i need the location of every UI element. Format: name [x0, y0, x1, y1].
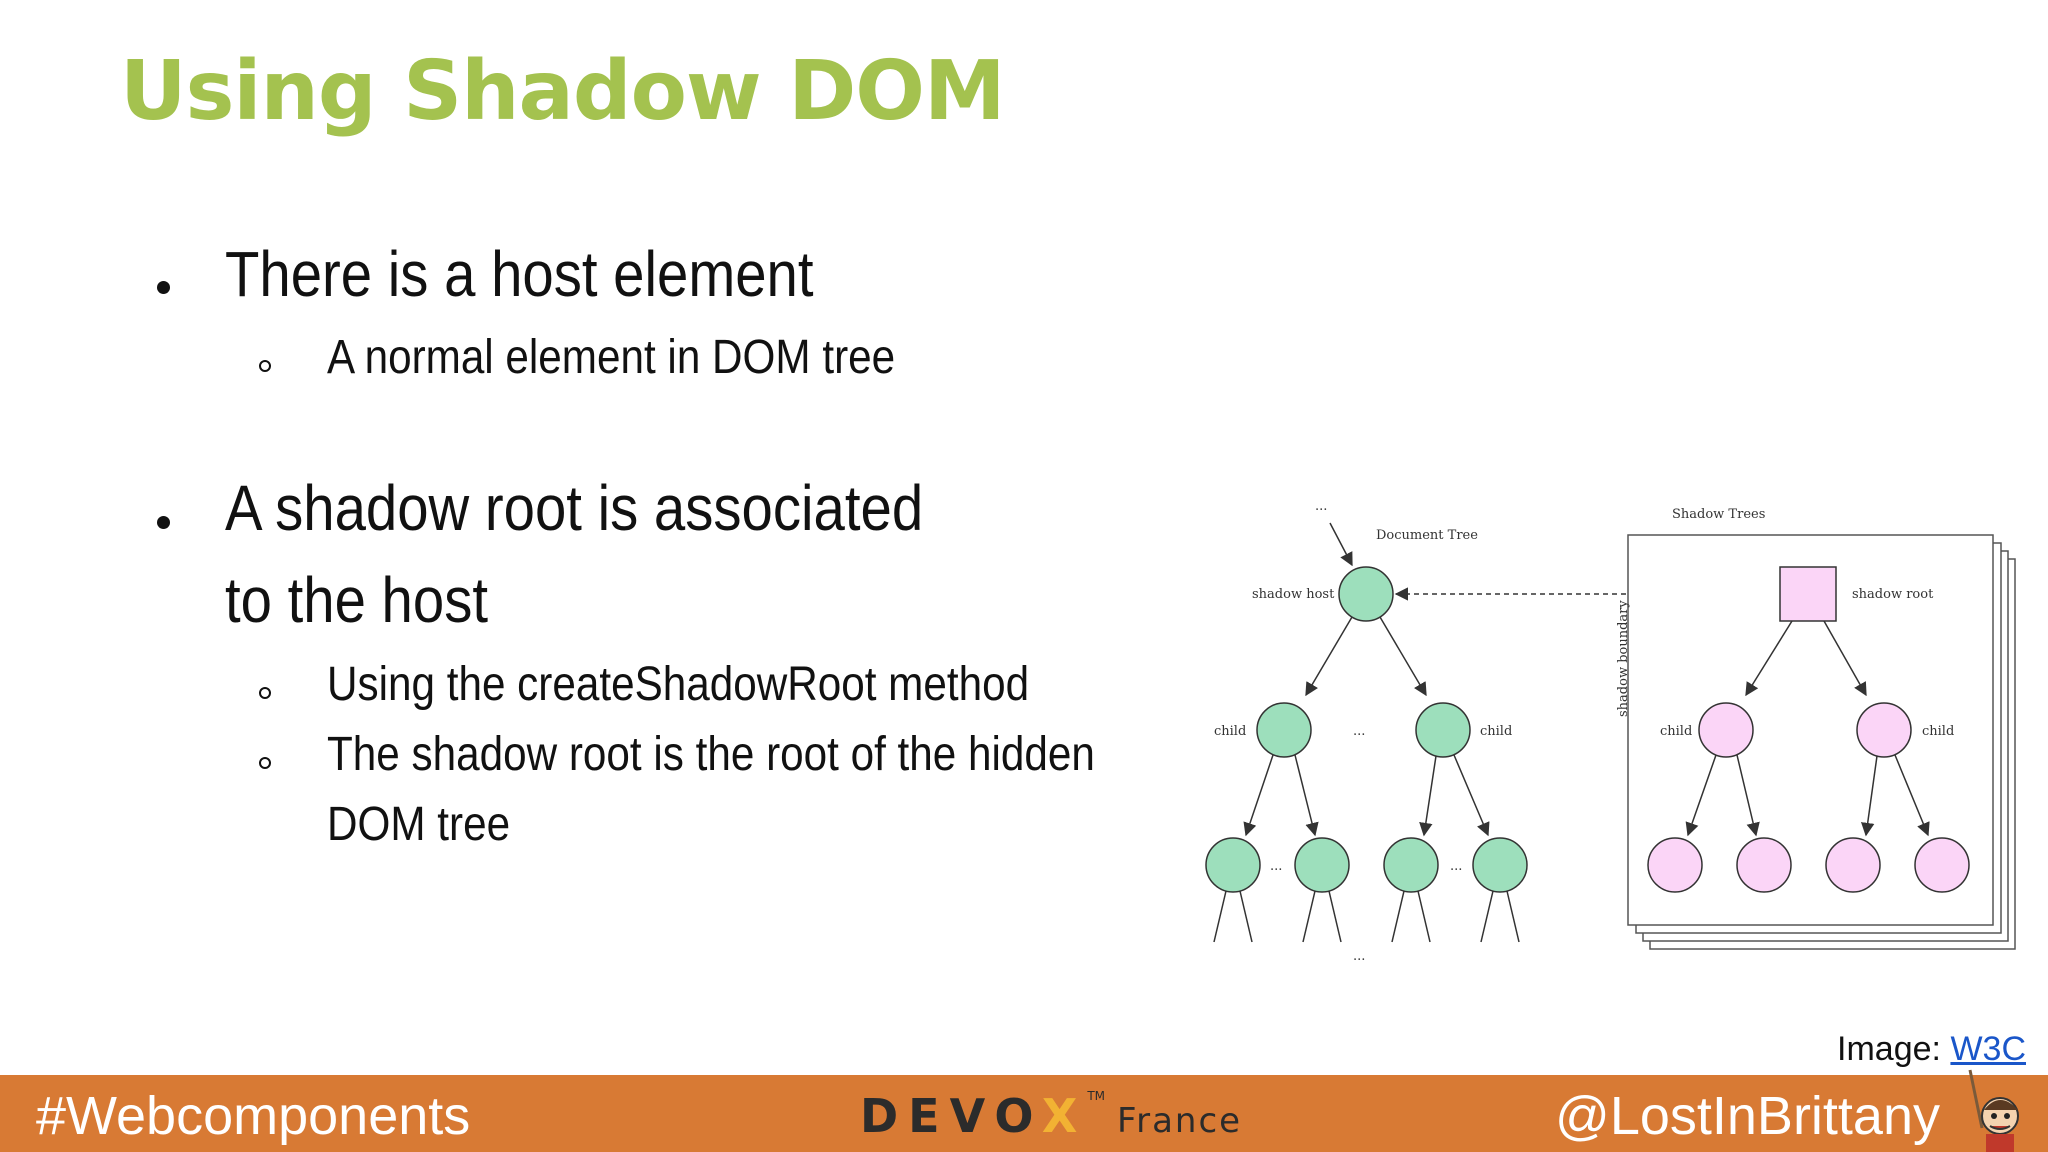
bullet-2-sub-2-text: The shadow root is the root of the hidde…	[327, 720, 1163, 860]
bullet-1-sub-1-text: A normal element in DOM tree	[327, 323, 1163, 393]
edge	[1894, 754, 1930, 837]
bullet-1-sub-1-line-1: A normal element in DOM tree	[327, 331, 896, 384]
shadow-boundary-label: shadow boundary	[1616, 600, 1631, 717]
devoxx-france-logo: DEVOXTM France	[860, 1089, 1242, 1143]
logo-trademark: TM	[1087, 1089, 1106, 1103]
shadow-leaf-node	[1825, 837, 1881, 893]
edge	[1305, 616, 1353, 697]
bottom-ellipsis: ...	[1353, 949, 1365, 964]
sub-bullet-ring-icon	[259, 360, 271, 372]
bullet-2-sub-1-line-1: Using the createShadowRoot method	[327, 658, 1030, 711]
ellipsis: ...	[1450, 859, 1462, 874]
leaf-stubs	[1213, 890, 1520, 943]
bullet-dot-icon	[157, 281, 170, 294]
shadow-host-label: shadow host	[1252, 587, 1335, 602]
child-label: child	[1922, 724, 1954, 739]
edge	[1823, 620, 1867, 697]
edge	[1745, 620, 1793, 697]
ellipsis: ...	[1270, 859, 1282, 874]
child-label: child	[1480, 724, 1512, 739]
edge	[1736, 754, 1760, 837]
child-label: child	[1214, 724, 1246, 739]
sub-bullet-ring-icon	[259, 757, 271, 769]
leaf-node	[1205, 837, 1261, 893]
logo-word: DEVOX	[860, 1089, 1087, 1143]
twitter-handle: @LostInBrittany	[1555, 1086, 1940, 1146]
leaf-node	[1294, 837, 1350, 893]
edge	[1294, 754, 1319, 837]
edge	[1685, 754, 1717, 837]
logo-x-mark: X	[1041, 1089, 1088, 1143]
shadow-leaf-node	[1647, 837, 1703, 893]
leaf-node	[1472, 837, 1528, 893]
footer-bar: #Webcomponents DEVOXTM France @LostInBrit…	[0, 1075, 2048, 1152]
leaf-node	[1383, 837, 1439, 893]
top-ellipsis: ...	[1315, 499, 1327, 514]
child-label: child	[1660, 724, 1692, 739]
sub-bullet-ring-icon	[259, 687, 271, 699]
shadow-dom-diagram: ... Document Tree shadow host child chil…	[1205, 499, 2016, 964]
edge	[1243, 754, 1274, 837]
edge	[1453, 754, 1490, 837]
bullet-1-text: There is a host element	[225, 228, 999, 320]
shadow-leaf-node	[1736, 837, 1792, 893]
logo-france-text: France	[1117, 1101, 1243, 1141]
bullet-1-line-1: There is a host element	[225, 238, 814, 310]
edge	[1419, 755, 1437, 837]
slide-title: Using Shadow DOM	[120, 44, 1006, 139]
incoming-edge	[1329, 522, 1353, 567]
edge	[1860, 755, 1878, 837]
shadow-child-node	[1856, 702, 1912, 758]
document-tree-label: Document Tree	[1376, 528, 1478, 543]
shadow-host-node	[1338, 566, 1394, 622]
bullet-dot-icon	[157, 516, 170, 529]
shadow-trees-label: Shadow Trees	[1672, 507, 1765, 522]
bullet-2-sub-2-line-1: The shadow root is the root of the hidde…	[327, 728, 1095, 781]
hashtag-text: #Webcomponents	[36, 1086, 471, 1146]
w3c-link[interactable]: W3C	[1950, 1030, 2026, 1068]
shadow-child-node	[1698, 702, 1754, 758]
shadow-root-label: shadow root	[1852, 587, 1934, 602]
shadow-root-node	[1779, 566, 1837, 622]
bullet-2-text: A shadow root is associated to the host	[225, 462, 999, 646]
child-node	[1415, 702, 1471, 758]
bullet-2-line-1: A shadow root is associated	[225, 472, 924, 544]
bullet-2-sub-1-text: Using the createShadowRoot method	[327, 650, 1163, 720]
child-node	[1256, 702, 1312, 758]
bullet-2-line-2: to the host	[225, 564, 489, 636]
logo-word-main: DEVO	[860, 1089, 1042, 1143]
edge	[1379, 616, 1427, 697]
image-credit: Image: W3C	[1837, 1030, 2026, 1069]
shadow-leaf-node	[1914, 837, 1970, 893]
bullet-list: There is a host element A normal element…	[0, 0, 1200, 900]
cartoon-avatar-icon	[1968, 1069, 2019, 1152]
bullet-2-sub-2-line-2: DOM tree	[327, 798, 511, 851]
ellipsis: ...	[1353, 724, 1365, 739]
credit-prefix: Image:	[1837, 1030, 1941, 1068]
